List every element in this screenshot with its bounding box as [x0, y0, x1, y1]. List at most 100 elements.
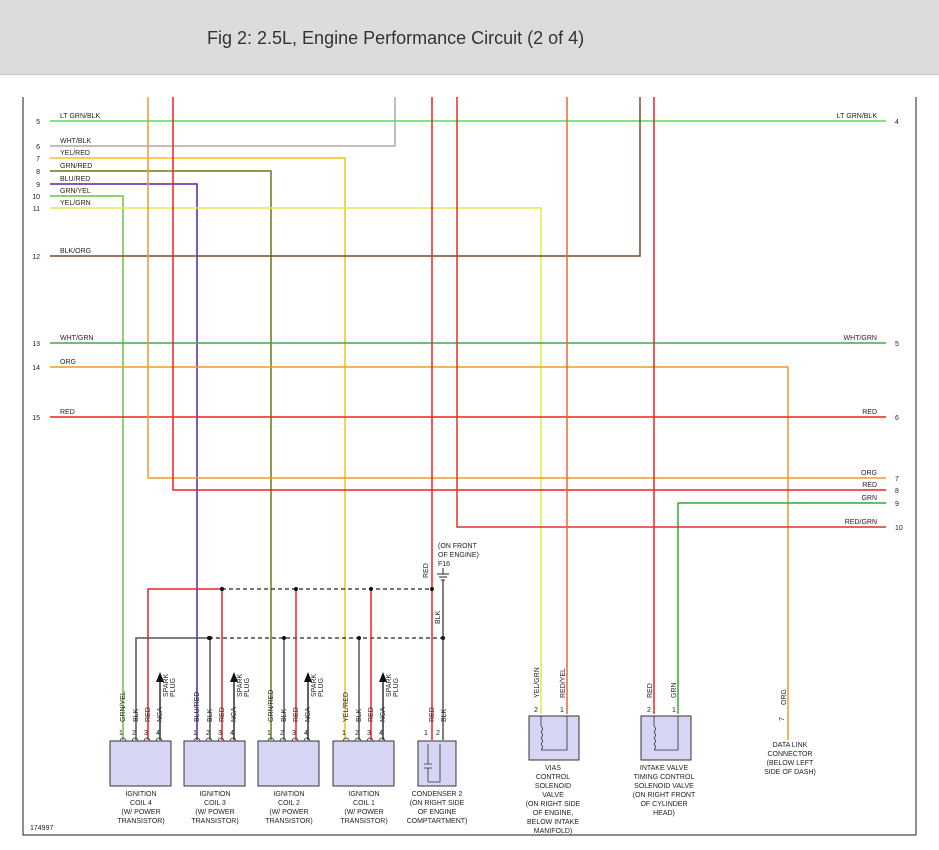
left-wire-label-10: GRN/YEL [60, 188, 91, 195]
condenser-wire-label-2: BLK [441, 708, 448, 722]
right-pin-9: 9 [895, 501, 899, 508]
vias-solenoid-valve [528, 715, 580, 761]
left-pin-11: 11 [33, 206, 40, 213]
vias-caption-7: BELOW INTAKE [527, 819, 579, 826]
vias-caption-8: MANIFOLD) [534, 828, 573, 835]
ignition-coil4 [109, 740, 172, 787]
coil-terminal-4 [155, 737, 163, 742]
coil4-caption-1: IGNITION [125, 791, 156, 798]
ground-wire-red-label: RED [423, 563, 430, 578]
left-wire-label-5: LT GRN/BLK [60, 113, 101, 120]
wire-grn-right [677, 502, 886, 714]
coil1-pin-2: 2 [355, 730, 359, 737]
coil-terminal-1 [267, 737, 275, 742]
splice-blk-4 [357, 636, 361, 640]
coil-terminal-2 [279, 737, 287, 742]
wire-yel-grn [50, 207, 542, 714]
ground-symbol [437, 568, 449, 581]
coil2-wire-label-1: GRN/RED [268, 690, 275, 722]
coil3-caption-4: TRANSISTOR) [191, 818, 238, 825]
coil4-pin-4: 4 [156, 730, 160, 737]
right-pin-10: 10 [895, 525, 903, 532]
coil-terminal-1 [193, 737, 201, 742]
coil-terminal-4 [229, 737, 237, 742]
intake-valve-solenoid [640, 715, 692, 761]
vias-wire-label-2: RED/YEL [560, 668, 567, 698]
coil1-spark-arrow [379, 672, 387, 682]
coil4-spark-label-2: PLUG [170, 678, 177, 697]
wiring-diagram: 5LT GRN/BLK6WHT/BLK7YEL/RED8GRN/RED9BLU/… [22, 97, 917, 836]
left-pin-12: 12 [32, 254, 40, 261]
intake-caption-5: OF CYLINDER [640, 801, 687, 808]
left-wire-label-9: BLU/RED [60, 176, 90, 183]
right-wire-label-6: RED [862, 409, 877, 416]
coil4-pin-3: 3 [144, 730, 148, 737]
left-pin-10: 10 [32, 194, 40, 201]
right-wire-label-4: LT GRN/BLK [837, 113, 878, 120]
left-pin-13: 13 [32, 341, 40, 348]
splice-blk-a [207, 636, 211, 640]
coil3-wire-label-3: RED [219, 707, 226, 722]
condenser-pin-1: 1 [424, 730, 428, 737]
left-wire-label-13: WHT/GRN [60, 335, 93, 342]
coil2-spark-label-1: SPARK [311, 673, 318, 697]
data-link-pin: 7 [779, 717, 786, 721]
coil4-wire-label-2: BLK [133, 708, 140, 722]
ground-location-line-2: OF ENGINE) [438, 552, 479, 559]
right-wire-label-8: RED [862, 482, 877, 489]
condenser-pin-2: 2 [436, 730, 440, 737]
coil2-caption-3: (W/ POWER [269, 809, 308, 816]
intake-coil-symbol [653, 716, 679, 751]
right-pin-5: 5 [895, 341, 899, 348]
splice-red-ground [430, 587, 434, 591]
right-pin-8: 8 [895, 488, 899, 495]
coil-terminal-3 [143, 737, 151, 742]
diagram-frame [22, 97, 917, 836]
figure-id: 174997 [30, 825, 53, 832]
wire-grn-red [50, 170, 272, 740]
ground-location-line-1: (ON FRONT [438, 543, 478, 550]
right-pin-6: 6 [895, 415, 899, 422]
ignition-coil2 [257, 740, 320, 787]
ground-id: F16 [438, 561, 450, 568]
coil2-pin-3: 3 [292, 730, 296, 737]
coil1-caption-4: TRANSISTOR) [340, 818, 387, 825]
ignition-coil3 [183, 740, 246, 787]
coil1-wire-label-3: RED [368, 707, 375, 722]
right-wire-label-5: WHT/GRN [844, 335, 877, 342]
bus-red-coil4 [147, 588, 222, 740]
coil-terminal-4 [303, 737, 311, 742]
vias-caption-6: OF ENGINE, [533, 810, 574, 817]
coil4-spark-label-1: SPARK [163, 673, 170, 697]
coil-terminal-2 [205, 737, 213, 742]
coil3-caption-1: IGNITION [199, 791, 230, 798]
left-wire-label-15: RED [60, 409, 75, 416]
coil3-wire-label-2: BLK [207, 708, 214, 722]
intake-caption-2: TIMING CONTROL [634, 774, 695, 781]
coil2-caption-1: IGNITION [273, 791, 304, 798]
coil3-pin-1: 1 [193, 730, 197, 737]
coil4-caption-2: COIL 4 [130, 800, 152, 807]
coil3-caption-2: COIL 3 [204, 800, 226, 807]
coil1-caption-2: COIL 1 [353, 800, 375, 807]
intake-pin-1: 1 [672, 707, 676, 714]
coil3-caption-3: (W/ POWER [195, 809, 234, 816]
coil1-pin-4: 4 [379, 730, 383, 737]
coil1-caption-1: IGNITION [348, 791, 379, 798]
intake-wire-label-2: GRN [671, 682, 678, 698]
coil4-wire-label-1: GRN/YEL [120, 691, 127, 722]
intake-caption-3: SOLENOID VALVE [634, 783, 694, 790]
coil3-spark-label-2: PLUG [244, 678, 251, 697]
coil1-wire-label-2: BLK [356, 708, 363, 722]
coil1-spark-label-1: SPARK [386, 673, 393, 697]
coil2-pin-1: 1 [267, 730, 271, 737]
wire-grn-yel [50, 195, 124, 740]
intake-pin-2: 2 [647, 707, 651, 714]
coil3-pin-4: 4 [230, 730, 234, 737]
left-wire-label-6: WHT/BLK [60, 138, 91, 145]
ignition-coil1 [332, 740, 395, 787]
wire-red-right [172, 97, 886, 491]
coil3-wire-label-1: BLU/RED [194, 692, 201, 722]
coil-terminal-2 [354, 737, 362, 742]
wire-red-grn-right [456, 97, 886, 528]
